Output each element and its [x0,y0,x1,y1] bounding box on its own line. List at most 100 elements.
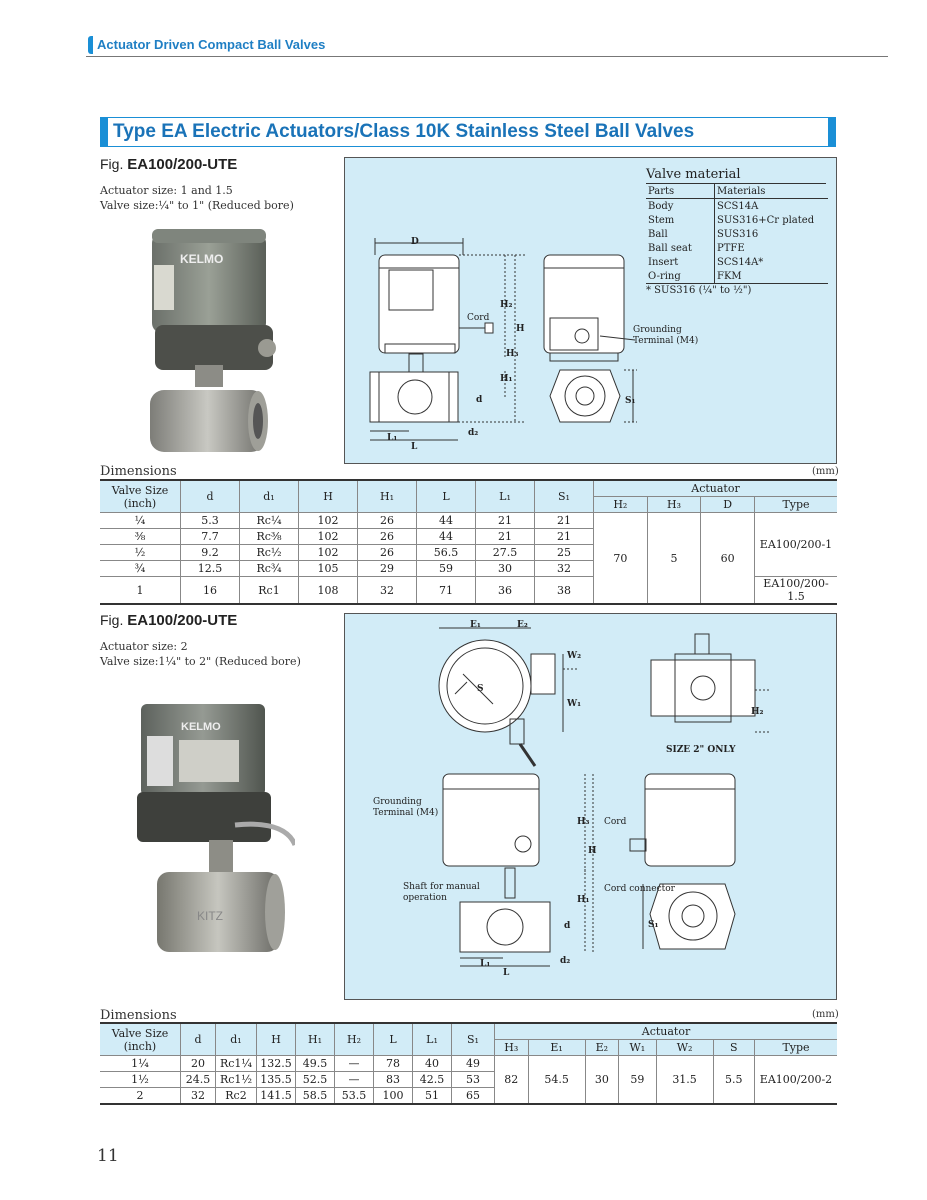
dim-label-S1: S₁ [625,396,636,406]
cell: Rc1½ [215,1071,257,1088]
col-H: H [256,1022,296,1056]
cell: 53.5 [334,1087,374,1105]
cell: ⅜ [100,528,181,545]
cell: 1 [100,576,181,605]
dim-label-W2: W₂ [567,651,582,661]
header-text: Actuator Driven Compact Ball Valves [97,37,326,52]
cell-H2-merged: 70 [593,512,648,605]
cell: ¾ [100,560,181,577]
cell: Rc¾ [239,560,299,577]
cell: 21 [534,528,594,545]
dimensions-table-2: Valve Size (inch) d d₁ H H₁ H₂ L L₁ S₁ A… [100,1022,837,1105]
dim-label-L1: L₁ [480,959,491,969]
dim-label-d2: d₂ [468,428,479,438]
technical-drawing-2 [438,627,770,967]
col-group-actuator: Actuator [593,479,837,497]
col-type: Type [754,496,837,513]
valve-size-text: Valve size:1¼" to 2" (Reduced bore) [100,655,301,668]
col-S: S [712,1039,756,1056]
cell: 2 [100,1087,181,1105]
cell: 27.5 [475,544,535,561]
cell: 26 [357,528,417,545]
col-H1: H₁ [357,479,417,513]
cell: 38 [534,576,594,605]
photo-brand-text: KELMO [181,721,221,733]
grounding-label-line1: Grounding [373,797,422,807]
unit-label-2: (mm) [812,1009,839,1020]
vm-part: Insert [646,255,715,269]
product-photo-1: KELMO [150,229,276,452]
cell: 12.5 [180,560,240,577]
col-L: L [416,479,476,513]
cell: 44 [416,528,476,545]
col-H: H [298,479,358,513]
cell: 1¼ [100,1055,181,1072]
col-H1: H₁ [295,1022,335,1056]
cell: 65 [451,1087,495,1105]
cell-E1-merged: 54.5 [527,1055,586,1105]
dim-label-H3: H₃ [577,817,590,827]
cell: 16 [180,576,240,605]
shaft-label: Shaft for manual operation [403,882,480,904]
grounding-label: Grounding Terminal (M4) [373,797,438,819]
vm-material: FKM [717,270,742,282]
cell: 26 [357,512,417,529]
cell: — [334,1055,374,1072]
cell: 20 [180,1055,216,1072]
fig-prefix: Fig. [100,156,124,172]
dim-label-H2: H₂ [751,707,764,717]
cell: 49 [451,1055,495,1072]
cell-D-merged: 60 [700,512,755,605]
col-d1: d₁ [215,1022,257,1056]
dim-label-d: d [564,921,571,931]
cell: 40 [412,1055,452,1072]
fig-caption-2: Fig. EA100/200-UTE [100,612,237,629]
dim-label-W1: W₁ [567,699,582,709]
valve-size-text: Valve size:¼" to 1" (Reduced bore) [100,199,294,212]
cell: Rc1¼ [215,1055,257,1072]
dim-label-d2: d₂ [560,956,571,966]
vm-head-parts: Parts [646,184,715,199]
cell: 132.5 [256,1055,296,1072]
cell: 51 [412,1087,452,1105]
section-title-box: Type EA Electric Actuators/Class 10K Sta… [100,117,836,147]
shaft-label-line2: operation [403,893,447,903]
cell: 102 [298,528,358,545]
vm-part: Ball seat [646,241,715,255]
cell: Rc2 [215,1087,257,1105]
cell: 24.5 [180,1071,216,1088]
cell: 25 [534,544,594,561]
unit-label-1: (mm) [812,466,839,477]
page-number: 11 [97,1146,119,1166]
title-accent-right [828,118,835,146]
cell: 42.5 [412,1071,452,1088]
cell: 83 [373,1071,413,1088]
technical-drawing-1 [369,238,637,441]
grounding-label-line2: Terminal (M4) [373,808,439,818]
cell: 71 [416,576,476,605]
col-type: Type [754,1039,837,1056]
cell: 32 [534,560,594,577]
vm-material: SUS316 [717,228,759,240]
cell-H3-merged: 5 [646,512,702,605]
dim-label-d: d [476,395,483,405]
cell: 108 [298,576,358,605]
fig-name: EA100/200-UTE [127,612,238,629]
dim-label-S1: S₁ [648,920,659,930]
cell-E2-merged: 30 [584,1055,620,1105]
vm-material: SUS316+Cr plated [717,214,815,226]
col-W2: W₂ [655,1039,714,1056]
dim-label-H1: H₁ [577,895,590,905]
cord-label: Cord [604,817,627,827]
col-E1: E₁ [527,1039,586,1056]
cell: 56.5 [416,544,476,561]
col-L1: L₁ [475,479,535,513]
cell: 105 [298,560,358,577]
photo-brand-text-2: KITZ [197,909,223,923]
cord-connector-label: Cord connector [604,884,675,894]
vm-footnote: * SUS316 (¼" to ½") [646,283,828,296]
